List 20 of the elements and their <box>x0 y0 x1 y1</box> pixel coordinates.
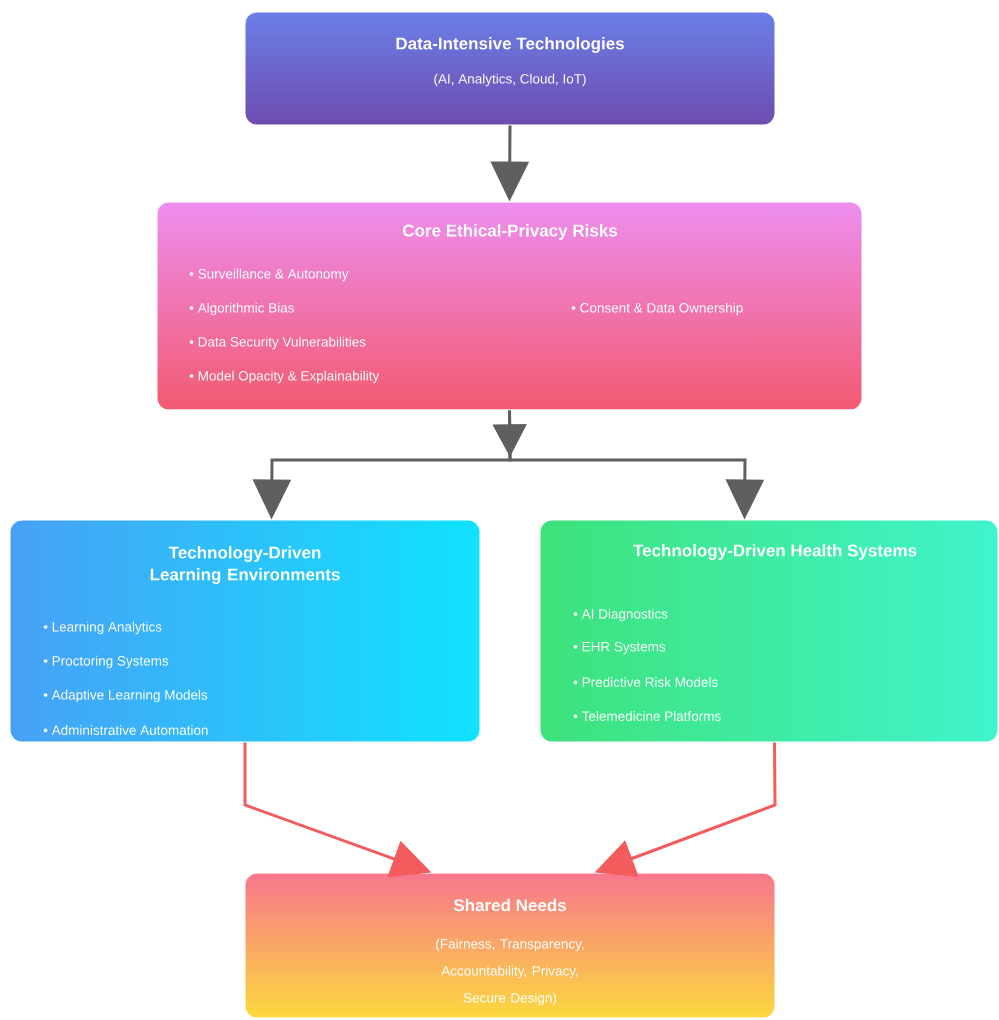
bullet-item: • Predictive Risk Models <box>573 677 718 687</box>
bullet-item: • Proctoring Systems <box>43 655 169 669</box>
box-heading: Core Ethical-Privacy Risks <box>403 224 617 240</box>
box-heading: Shared Needs <box>453 898 566 912</box>
bullet-item: • Adaptive Learning Models <box>43 689 208 703</box>
bullet-item: • EHR Systems <box>573 641 666 655</box>
bullet-item: • Surveillance & Autonomy <box>189 268 349 282</box>
bullet-item: • AI Diagnostics <box>573 608 668 622</box>
bullet-item: • Model Opacity & Explainability <box>189 370 380 384</box>
box-heading: Data-Intensive Technologies <box>396 37 624 53</box>
bullet-item: • Learning Analytics <box>43 621 162 635</box>
bullet-item: • Algorithmic Bias <box>189 302 294 316</box>
bullet-item: • Telemedicine Platforms <box>573 711 721 721</box>
bullet-item: • Administrative Automation <box>43 725 208 735</box>
box-heading: Technology-Driven Learning Environments <box>150 546 340 584</box>
box-subtext: (AI, Analytics, Cloud, IoT) <box>434 73 586 87</box>
bullet-item: • Consent & Data Ownership <box>571 302 743 316</box>
box-heading: Technology-Driven Health Systems <box>633 544 917 560</box>
bullet-item: • Data Security Vulnerabilities <box>189 336 366 350</box>
box-subtext: (Fairness, Transparency, Accountability, Privacy, Secure Design) <box>436 938 584 1006</box>
